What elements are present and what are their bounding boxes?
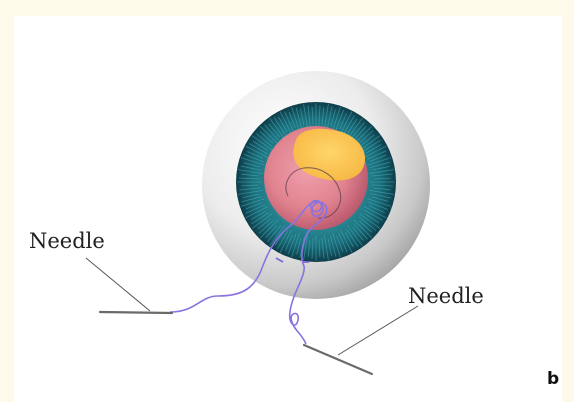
needle-label-right: Needle [408, 286, 484, 307]
needle-left-pointer [86, 258, 150, 311]
panel-label: b [547, 371, 559, 388]
needle-right-pointer [338, 306, 418, 355]
needle-left [100, 312, 172, 313]
needle-right [304, 345, 372, 374]
needle-label-left: Needle [29, 231, 105, 252]
